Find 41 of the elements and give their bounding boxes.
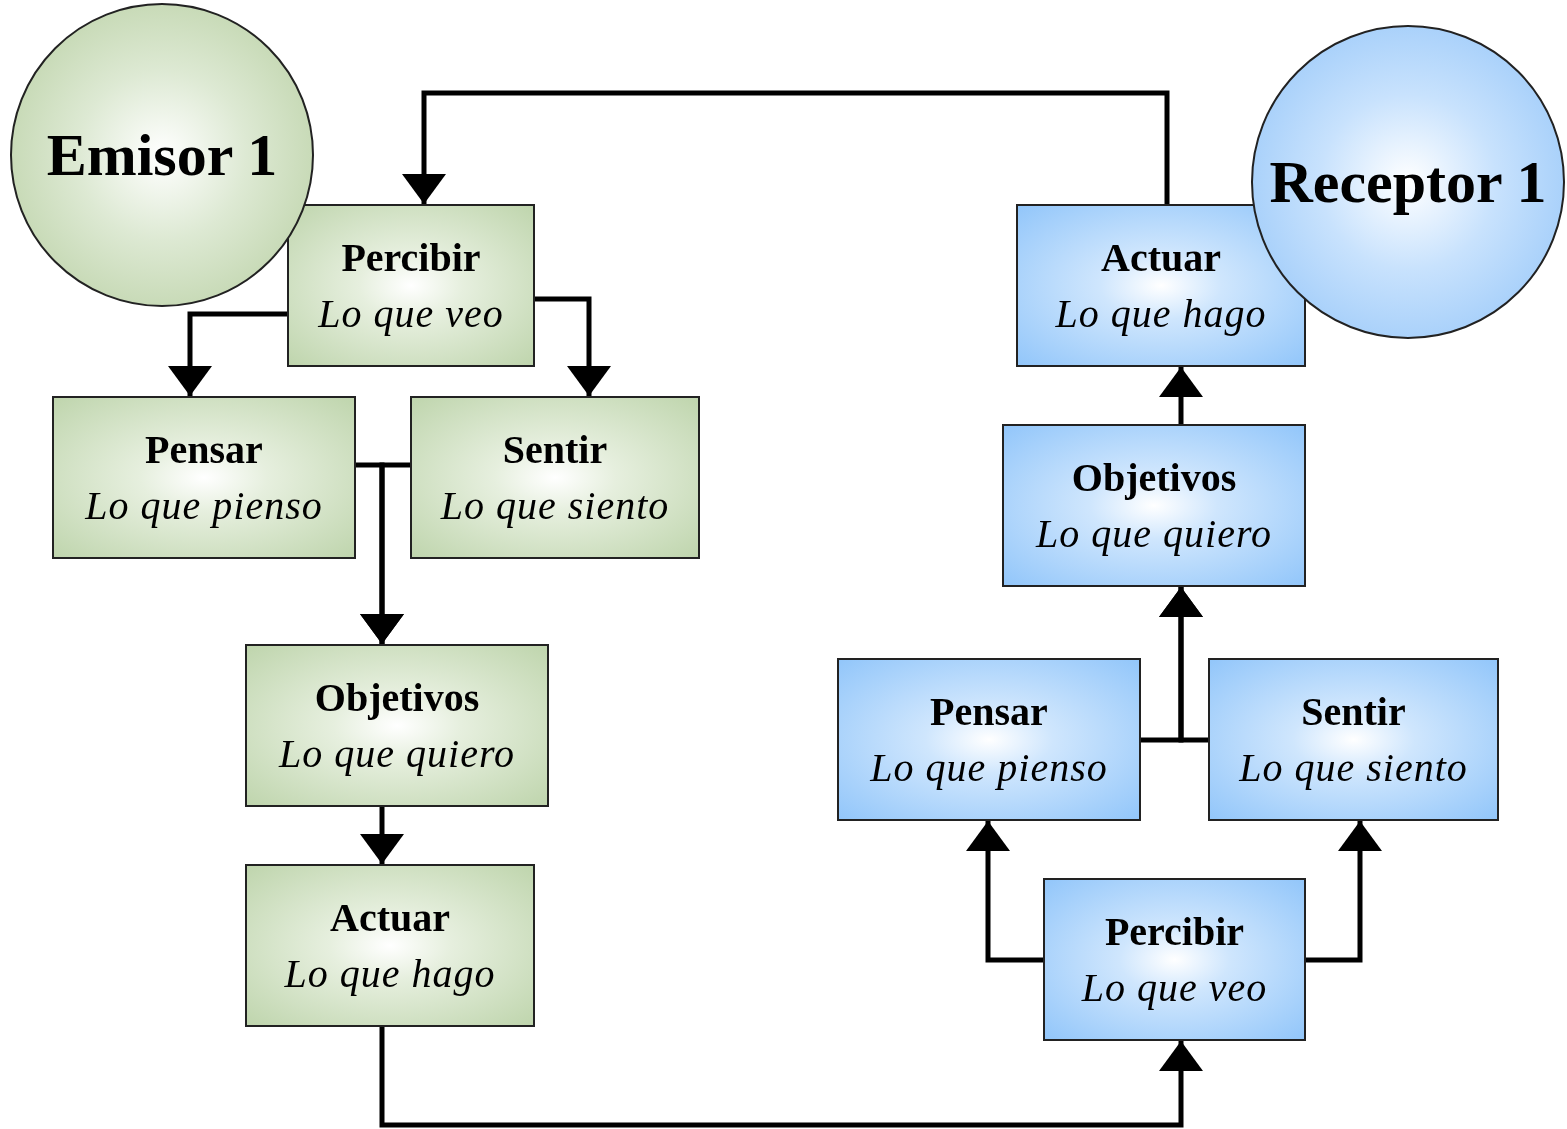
- arrow: [360, 807, 404, 864]
- step-subtitle: Lo que quiero: [1036, 509, 1272, 558]
- step-title: Percibir: [1104, 907, 1245, 956]
- step-title: Sentir: [502, 425, 608, 474]
- step-title: Objetivos: [1071, 453, 1237, 502]
- step-title: Percibir: [341, 233, 481, 282]
- process-box: [245, 644, 549, 807]
- arrow: [1159, 587, 1208, 743]
- process-box: [1208, 658, 1499, 821]
- arrow: [402, 90, 1170, 204]
- arrow: [535, 296, 611, 396]
- step-subtitle: Lo que veo: [318, 289, 504, 338]
- step-subtitle: Lo que siento: [440, 481, 670, 530]
- arrow: [1306, 821, 1382, 963]
- arrow: [1159, 367, 1203, 424]
- process-box: [52, 396, 356, 559]
- step-subtitle: Lo que veo: [1081, 963, 1268, 1012]
- process-box: [1043, 878, 1306, 1041]
- process-box: [287, 204, 535, 367]
- step-title: Sentir: [1301, 687, 1406, 736]
- step-subtitle: Lo que hago: [284, 949, 496, 998]
- step-title: Objetivos: [314, 673, 480, 722]
- step-subtitle: Lo que pienso: [85, 481, 323, 530]
- process-box: [245, 864, 535, 1027]
- process-box: [1002, 424, 1306, 587]
- process-box: [837, 658, 1141, 821]
- arrow: [966, 821, 1043, 963]
- role-label: Receptor 1: [1269, 147, 1547, 217]
- step-subtitle: Lo que siento: [1239, 743, 1468, 792]
- step-title: Pensar: [145, 425, 263, 474]
- step-title: Actuar: [330, 893, 450, 942]
- step-subtitle: Lo que pienso: [870, 743, 1108, 792]
- role-label: Emisor 1: [46, 120, 278, 190]
- step-title: Pensar: [930, 687, 1048, 736]
- arrow: [168, 311, 287, 396]
- step-title: Actuar: [1101, 233, 1221, 282]
- arrow: [360, 462, 410, 644]
- arrow: [379, 1027, 1203, 1128]
- step-subtitle: Lo que hago: [1055, 289, 1267, 338]
- step-subtitle: Lo que quiero: [279, 729, 515, 778]
- process-box: [410, 396, 700, 559]
